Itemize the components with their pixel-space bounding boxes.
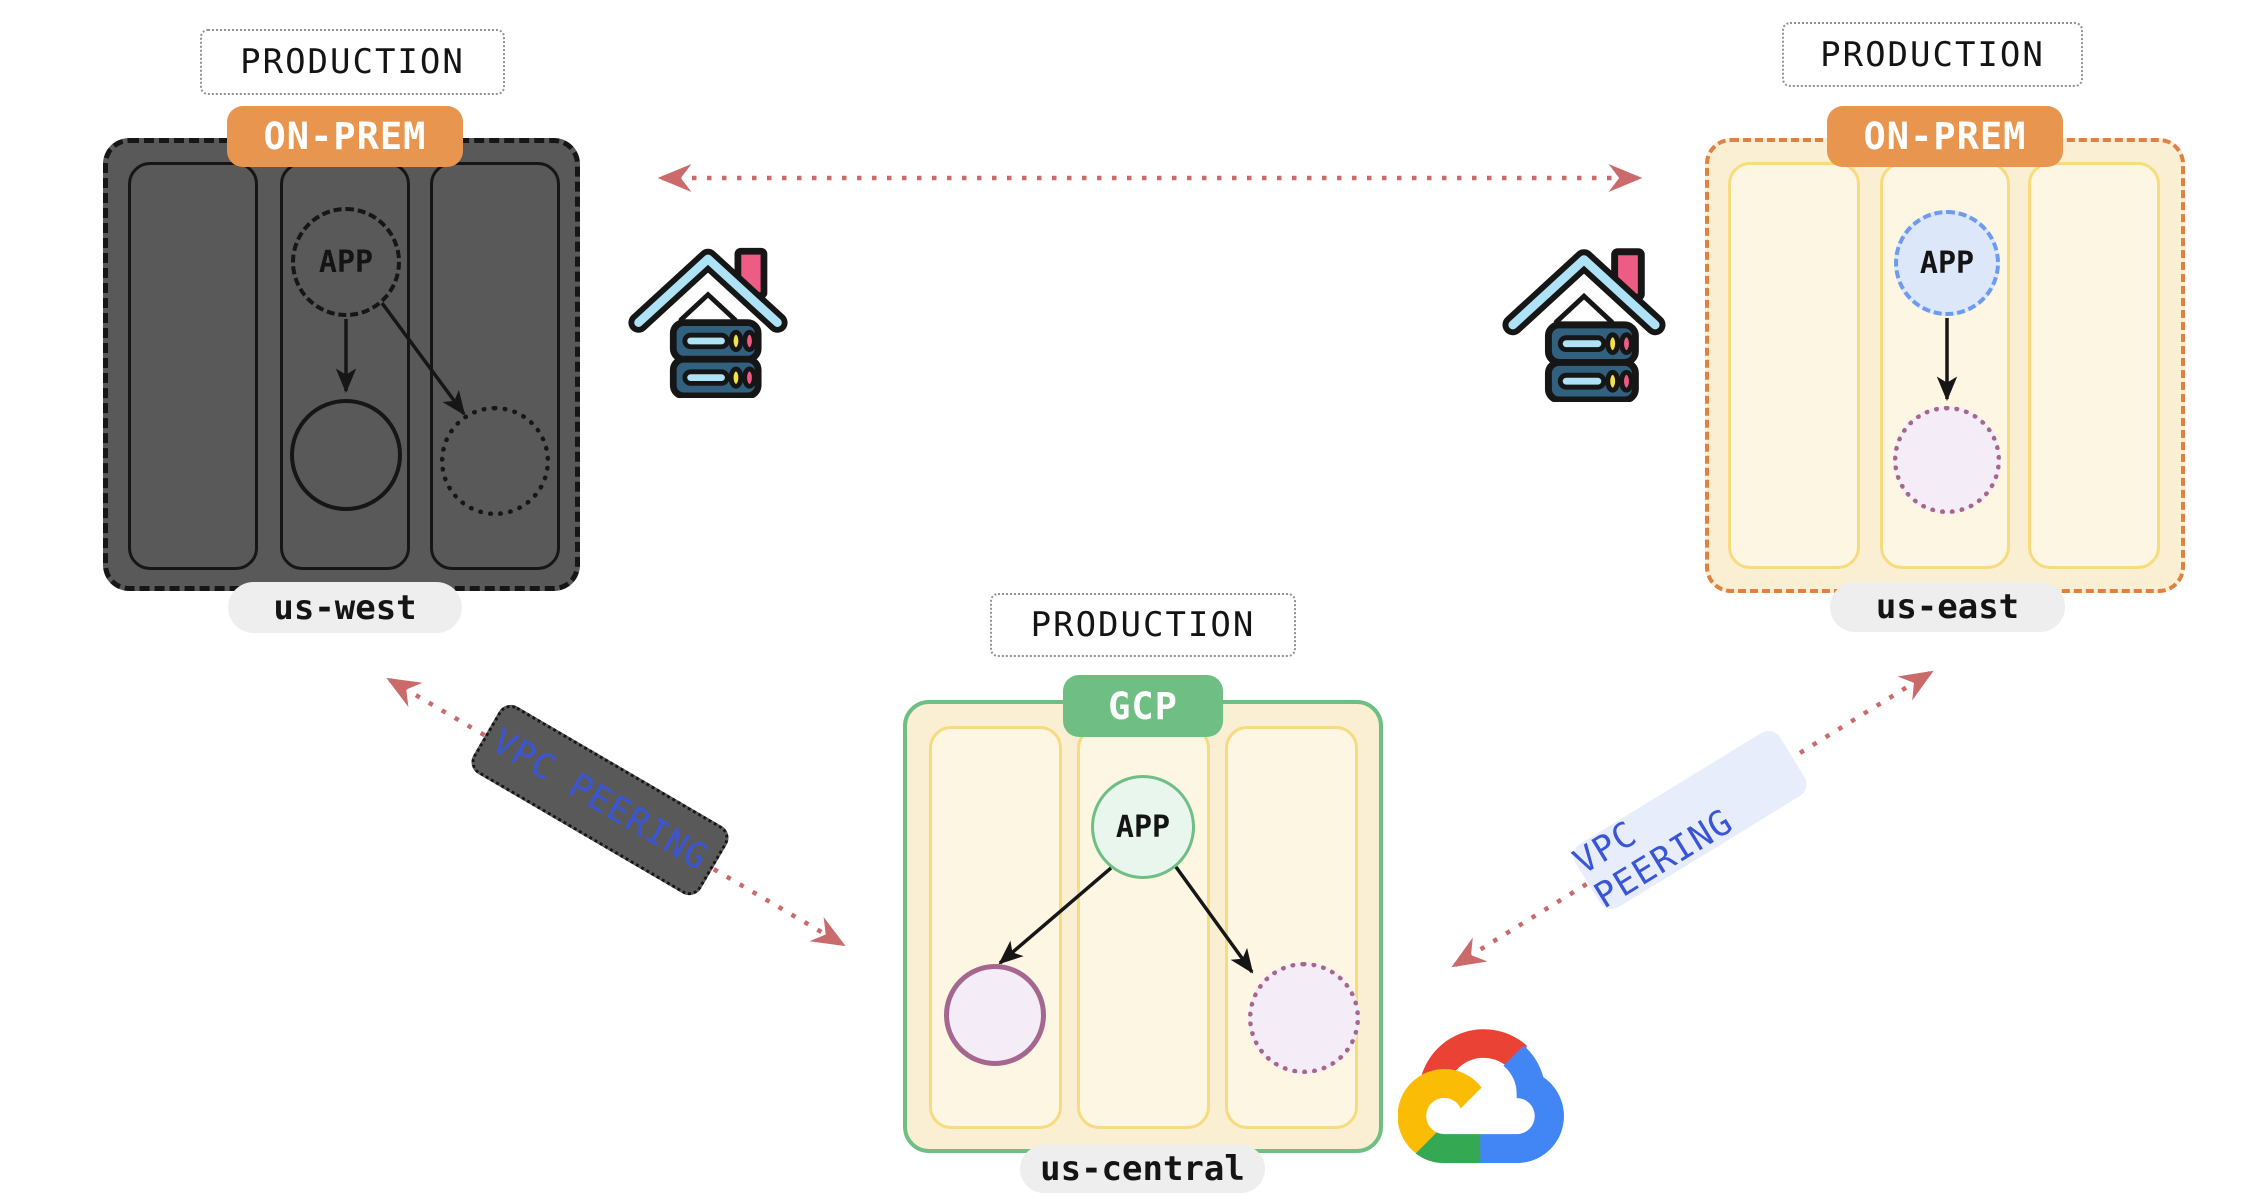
us-east-subnet-column-1 <box>1728 162 1860 569</box>
region-pill-us-west: us-west <box>228 582 462 633</box>
region-pill-us-east: us-east <box>1830 582 2065 632</box>
production-label-us-west: PRODUCTION <box>200 29 505 95</box>
google-cloud-icon <box>1397 1028 1564 1168</box>
region-pill-us-central: us-central <box>1020 1145 1265 1193</box>
db-node-solid-us-central <box>944 964 1046 1066</box>
us-central-subnet-column-1 <box>929 726 1062 1129</box>
production-label-us-central: PRODUCTION <box>990 593 1296 657</box>
us-west-subnet-column-1 <box>128 162 258 570</box>
vpc-peering-label-east: VPC PEERING <box>1567 725 1812 917</box>
db-node-solid-us-west <box>290 399 402 511</box>
onprem-badge-us-west: ON-PREM <box>227 106 463 167</box>
db-node-dotted-us-east <box>1893 406 2001 514</box>
vpc-peering-label-west: VPC PEERING <box>466 699 734 901</box>
production-label-us-east: PRODUCTION <box>1782 22 2083 87</box>
db-node-dotted-us-west <box>440 406 550 516</box>
app-node-us-east: APP <box>1894 210 2000 316</box>
onprem-badge-us-east: ON-PREM <box>1827 106 2063 167</box>
home-datacenter-icon <box>626 226 790 400</box>
app-node-us-west: APP <box>291 207 401 317</box>
home-datacenter-icon <box>1500 226 1670 404</box>
app-node-us-central: APP <box>1091 775 1195 879</box>
us-east-subnet-column-3 <box>2028 162 2160 569</box>
db-node-dotted-us-central <box>1248 962 1360 1074</box>
gcp-badge-us-central: GCP <box>1063 675 1223 737</box>
